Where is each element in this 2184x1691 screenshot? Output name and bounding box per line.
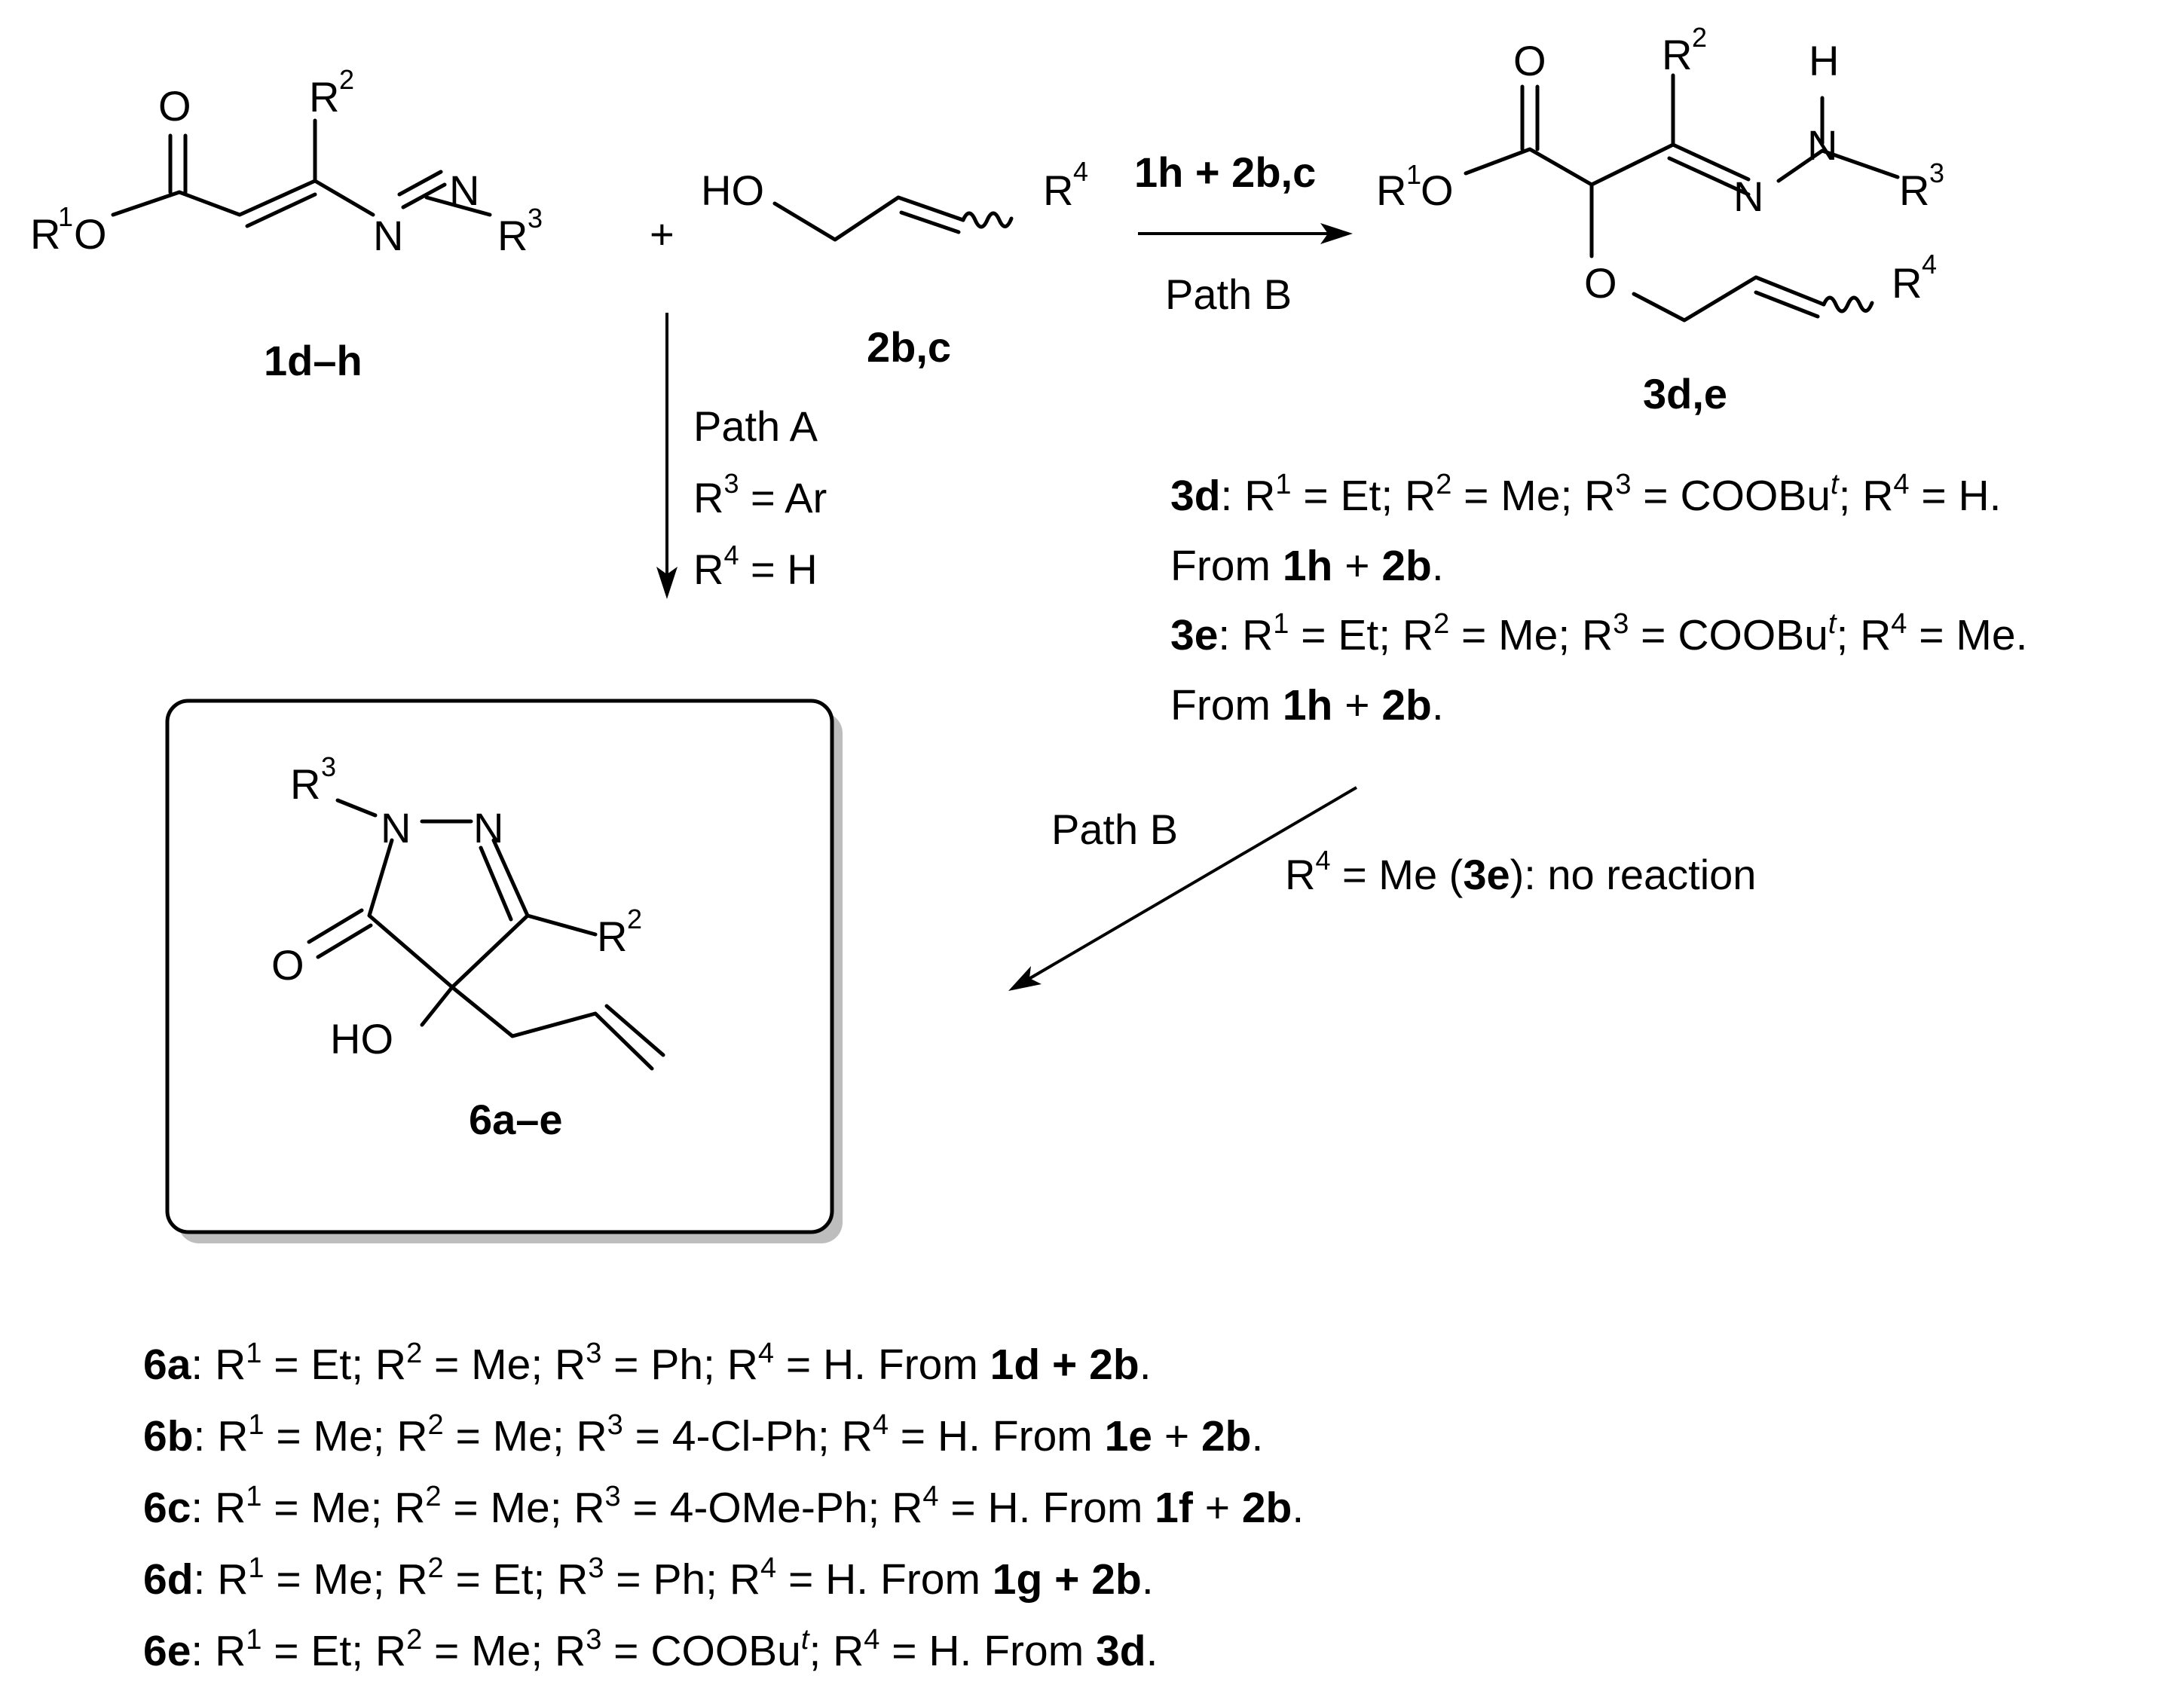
- sup-2: 2: [339, 64, 354, 95]
- atom-R: R: [1892, 259, 1922, 307]
- atom-R: R: [597, 913, 627, 960]
- atom-R: R: [30, 210, 60, 258]
- arrow-top-reagents: 1h + 2b,c: [1134, 148, 1316, 196]
- path-a-cond2: R4 = H: [693, 540, 818, 593]
- sup-1: 1: [58, 201, 73, 232]
- atom-O: O: [1513, 37, 1546, 84]
- arrow-path-a: [656, 313, 678, 599]
- atom-HO: HO: [330, 1015, 393, 1063]
- product-box: [165, 699, 834, 1234]
- atom-R: R: [497, 212, 528, 259]
- atom-N: N: [373, 212, 403, 259]
- compound-3-label: 3d,e: [1643, 370, 1727, 417]
- compound-2-label: 2b,c: [867, 323, 951, 371]
- arrow-diag-note: R4 = Me (3e): no reaction: [1285, 845, 1756, 898]
- atom-H: H: [1809, 37, 1839, 84]
- arrow-diag-path: Path B: [1051, 806, 1178, 853]
- sup-2: 2: [627, 904, 642, 934]
- arrow-path-b-top: [1138, 223, 1353, 244]
- atom-HO: HO: [701, 167, 764, 214]
- sup-2: 2: [1692, 22, 1707, 53]
- compound-1-label: 1d–h: [264, 337, 362, 384]
- plus-sign: +: [650, 210, 674, 258]
- sup-4: 4: [1922, 249, 1937, 280]
- atom-N: N: [381, 804, 411, 852]
- atom-O: O: [158, 82, 191, 130]
- sup-1: 1: [1406, 159, 1421, 190]
- atom-R: R: [1043, 167, 1073, 214]
- sup-3: 3: [321, 751, 336, 782]
- def-3d-source: From 1h + 2b.: [1170, 542, 1444, 590]
- atom-N: N: [473, 804, 503, 852]
- atom-O: O: [1421, 167, 1454, 214]
- sup-3: 3: [528, 203, 543, 234]
- atom-R: R: [290, 760, 320, 808]
- compound-6-structure: R 3 N N R 2 O HO: [271, 751, 665, 1071]
- def-3e-source: From 1h + 2b.: [1170, 681, 1444, 729]
- def-6d: 6d: R1 = Me; R2 = Et; R3 = Ph; R4 = H. F…: [143, 1552, 1154, 1604]
- def-6b: 6b: R1 = Me; R2 = Me; R3 = 4-Cl-Ph; R4 =…: [143, 1409, 1264, 1460]
- path-a-cond1: R3 = Ar: [693, 468, 827, 521]
- compound-2-structure: HO R 4: [701, 156, 1088, 242]
- def-3e: 3e: R1 = Et; R2 = Me; R3 = COOBut; R4 = …: [1170, 608, 2028, 659]
- atom-R: R: [1662, 31, 1692, 78]
- atom-N: N: [449, 167, 479, 214]
- sup-4: 4: [1073, 156, 1088, 187]
- atom-O: O: [74, 210, 107, 258]
- arrow-path-b-diagonal: [1008, 786, 1358, 991]
- atom-O: O: [1584, 259, 1617, 307]
- sup-3: 3: [1929, 157, 1944, 188]
- atom-N: N: [1733, 173, 1763, 220]
- atom-R: R: [1899, 167, 1929, 214]
- atom-R: R: [309, 73, 339, 121]
- path-a-label: Path A: [693, 402, 818, 450]
- compound-6-label: 6a–e: [469, 1096, 563, 1143]
- atom-R: R: [1376, 167, 1406, 214]
- def-3d: 3d: R1 = Et; R2 = Me; R3 = COOBut; R4 = …: [1170, 469, 2002, 520]
- atom-N: N: [1807, 121, 1837, 169]
- compound-1-structure: O R 1 O R 2 N N R 3: [30, 64, 543, 259]
- def-6e: 6e: R1 = Et; R2 = Me; R3 = COOBut; R4 = …: [143, 1624, 1158, 1675]
- atom-O: O: [271, 941, 304, 989]
- def-6a: 6a: R1 = Et; R2 = Me; R3 = Ph; R4 = H. F…: [143, 1338, 1152, 1389]
- compound-3-structure: O R 1 O R 2 H N N R 3 O R 4: [1376, 22, 1944, 323]
- def-6c: 6c: R1 = Me; R2 = Me; R3 = 4-OMe-Ph; R4 …: [143, 1481, 1305, 1532]
- arrow-top-path: Path B: [1165, 271, 1292, 318]
